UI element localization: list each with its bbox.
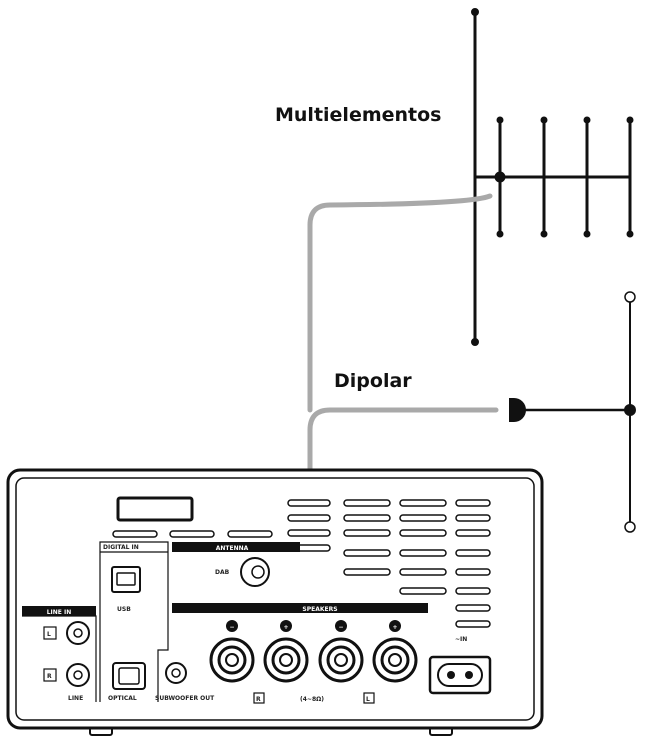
dipole-label: Dipolar: [334, 370, 412, 392]
speaker-terminal-r-minus[interactable]: [209, 637, 255, 683]
subwoofer-out-label: SUBWOOFER OUT: [155, 695, 215, 702]
subwoofer-out-jack[interactable]: [165, 662, 187, 684]
optical-port[interactable]: [112, 662, 146, 690]
speaker-terminal-r-plus[interactable]: [263, 637, 309, 683]
digital-in-label: DIGITAL IN: [103, 544, 139, 551]
speaker-impedance-label: (4~8Ω): [300, 696, 324, 703]
polarity-markers: − + − +: [226, 620, 401, 632]
line-in-l-jack[interactable]: [66, 621, 90, 645]
speaker-l-label: L: [366, 696, 370, 703]
svg-text:−: −: [229, 624, 234, 631]
line-in-r-jack[interactable]: [66, 663, 90, 687]
antenna-band-label: ANTENNA: [216, 545, 249, 552]
speaker-terminal-l-minus[interactable]: [318, 637, 364, 683]
receiver-rear-panel: DIGITAL IN ANTENNA DAB USB LINE IN L R: [6, 468, 544, 736]
svg-text:+: +: [392, 624, 397, 631]
line-in-band-label: LINE IN: [47, 609, 72, 616]
dipole-antenna: [509, 291, 636, 533]
yagi-antenna: [471, 8, 634, 346]
speaker-terminal-l-plus[interactable]: [372, 637, 418, 683]
optical-label: OPTICAL: [108, 695, 137, 702]
vent-slots: [112, 499, 491, 628]
usb-label: USB: [117, 606, 131, 613]
line-in-r-label: R: [47, 673, 52, 680]
dab-antenna-socket[interactable]: [240, 557, 270, 587]
ac-in-label: ~IN: [455, 636, 467, 643]
speaker-r-label: R: [256, 696, 261, 703]
speakers-band-label: SPEAKERS: [302, 606, 337, 613]
ac-power-inlet[interactable]: [428, 655, 492, 695]
usb-port[interactable]: [111, 566, 141, 593]
line-label: LINE: [68, 695, 83, 702]
line-in-l-label: L: [47, 631, 51, 638]
svg-text:+: +: [283, 624, 288, 631]
dab-label: DAB: [215, 569, 230, 576]
yagi-label: Multielementos: [275, 104, 441, 126]
svg-text:−: −: [338, 624, 343, 631]
